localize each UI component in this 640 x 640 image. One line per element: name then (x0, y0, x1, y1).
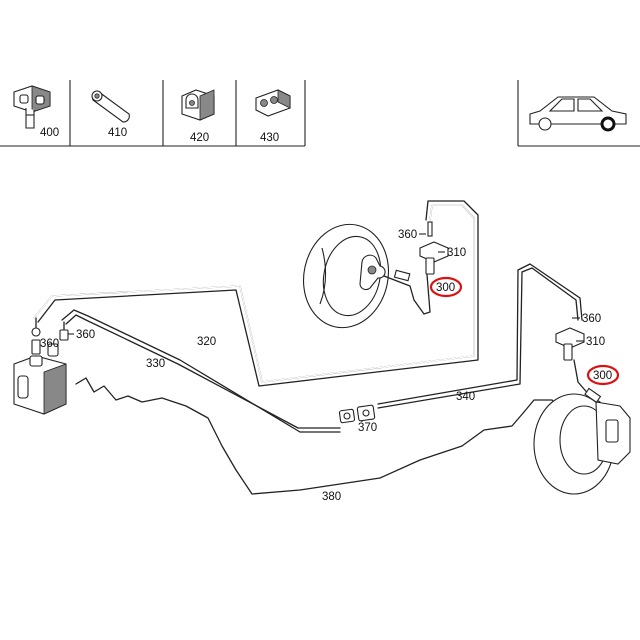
callout-300-front[interactable]: 300 (436, 282, 455, 294)
callouts: 360 310 300 360 310 300 360 360 320 330 … (40, 229, 620, 503)
double-clip-icon (255, 89, 291, 117)
callout-360-unit-a[interactable]: 360 (40, 338, 59, 350)
front-hose-bracket[interactable] (419, 221, 449, 275)
callout-340[interactable]: 340 (456, 391, 475, 403)
part-number-label: 420 (190, 132, 209, 144)
part-430-cell[interactable]: 430 (255, 80, 306, 146)
rear-hose-bracket[interactable] (555, 327, 585, 361)
parts-header: 400 410 420 (0, 80, 640, 147)
part-number-label: 410 (108, 127, 127, 139)
vehicle-position-box (517, 80, 640, 147)
callout-360-rear[interactable]: 360 (582, 313, 601, 325)
callout-360-unit-b[interactable]: 360 (76, 329, 95, 341)
part-number-label: 400 (40, 127, 59, 139)
callout-380[interactable]: 380 (322, 491, 341, 503)
part-410-cell[interactable]: 410 (91, 80, 164, 146)
brake-line-clip-icon (13, 85, 51, 129)
rubber-sleeve-icon (91, 90, 130, 123)
holder-clip-icon (181, 89, 215, 121)
brake-pipe-330[interactable] (61, 309, 341, 433)
highlight-300-rear (586, 364, 620, 386)
brake-pipes (33, 200, 583, 495)
callout-310-front[interactable]: 310 (447, 247, 466, 259)
callout-330[interactable]: 330 (146, 358, 165, 370)
brake-pipe-340[interactable] (377, 267, 579, 409)
callout-310-rear[interactable]: 310 (586, 336, 605, 348)
callout-300-rear[interactable]: 300 (593, 370, 612, 382)
part-420-cell[interactable]: 420 (181, 80, 237, 146)
brake-control-unit[interactable] (13, 327, 69, 415)
rear-brake-disc[interactable] (533, 359, 631, 495)
front-brake-disc[interactable] (294, 216, 431, 335)
car-side-rear-wheel-icon (529, 96, 627, 132)
highlight-300-front (429, 276, 463, 298)
brake-pipe-380[interactable] (75, 377, 563, 495)
callout-320[interactable]: 320 (197, 336, 216, 348)
callout-360-front[interactable]: 360 (398, 229, 417, 241)
pipe-coupling-370[interactable] (338, 404, 376, 424)
callout-370[interactable]: 370 (358, 422, 377, 434)
part-number-label: 430 (260, 132, 279, 144)
part-400-cell[interactable]: 400 (13, 80, 71, 146)
